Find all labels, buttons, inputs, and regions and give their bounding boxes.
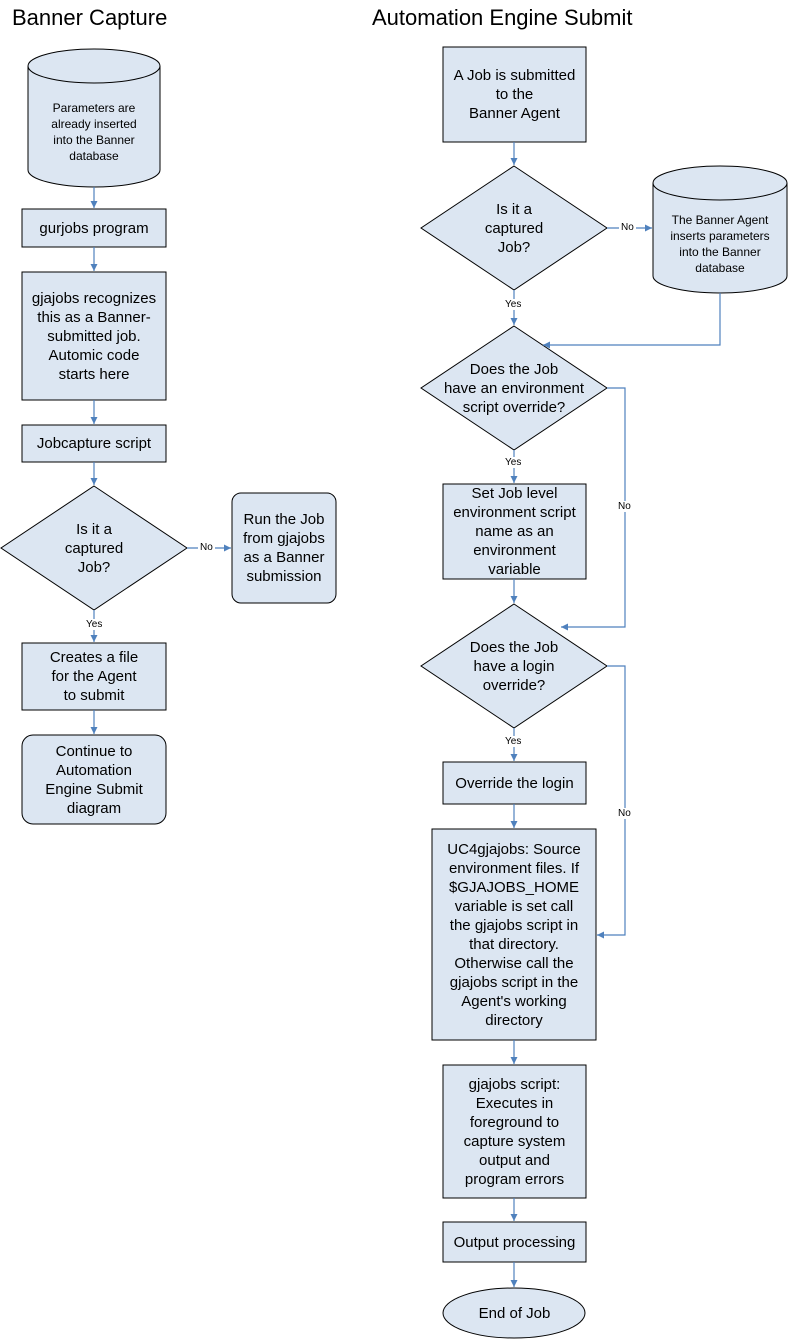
right-override-login-text: Override the login (455, 774, 574, 792)
right-uc4-box (431, 828, 597, 1041)
right-login-override-text: Does the Job have a login override? (469, 638, 559, 694)
left-no-label: No (198, 542, 215, 553)
right-override-login-box (442, 761, 587, 805)
left-run-job-text: Run the Job from gjajobs as a Banner sub… (243, 511, 325, 585)
left-gurjobs-text: gurjobs program (39, 219, 149, 237)
left-gurjobs-box (21, 208, 167, 248)
left-diagram-title: Banner Capture (12, 5, 168, 30)
right-captured-yes-label: Yes (503, 299, 524, 310)
left-gjajobs-recognizes-text: gjajobs recognizes this as a Banner- sub… (31, 289, 157, 383)
right-arrow-login-no-bypass (597, 665, 626, 939)
left-jobcapture-box (21, 424, 167, 463)
left-run-job-box (231, 492, 337, 604)
right-env-no-label: No (616, 501, 633, 512)
right-output-box (442, 1221, 587, 1263)
left-continue-box (21, 734, 167, 825)
left-yes-label: Yes (84, 619, 105, 630)
right-output-text: Output processing (453, 1233, 576, 1251)
right-login-no-label: No (616, 808, 633, 819)
right-uc4-text: UC4gjajobs: Source environment files. If… (447, 840, 581, 1029)
right-gjajobs-script-box (442, 1064, 587, 1199)
right-db-agent-cylinder (652, 165, 788, 294)
right-env-yes-label: Yes (503, 457, 524, 468)
left-gjajobs-recognizes-box (21, 271, 167, 401)
right-login-yes-label: Yes (503, 736, 524, 747)
right-end-ellipse (442, 1287, 586, 1339)
right-env-override-text: Does the Job have an environment script … (443, 360, 585, 416)
right-set-env-text: Set Job level environment script name as… (453, 485, 576, 578)
right-arrow-db-to-env-merge (543, 293, 721, 349)
right-job-submitted-text: A Job is submitted to the Banner Agent (453, 67, 576, 122)
left-creates-file-box (21, 642, 167, 711)
left-creates-file-text: Creates a file for the Agent to submit (49, 649, 139, 704)
right-captured-no-label: No (619, 222, 636, 233)
right-diagram-title: Automation Engine Submit (372, 5, 633, 30)
left-captured-decision-text: Is it a captured Job? (64, 520, 124, 576)
right-db-agent-text: The Banner Agent inserts parameters into… (670, 213, 770, 275)
right-gjajobs-script-text: gjajobs script: Executes in foreground t… (463, 1075, 566, 1188)
left-db-params-text: Parameters are already inserted into the… (51, 101, 137, 163)
right-job-submitted-box (442, 46, 587, 143)
left-jobcapture-text: Jobcapture script (36, 435, 152, 452)
right-end-text: End of Job (478, 1304, 551, 1322)
right-set-env-box (442, 483, 587, 580)
right-captured-decision-text: Is it a captured Job? (484, 200, 544, 256)
left-db-params-cylinder (27, 48, 161, 188)
left-continue-text: Continue to Automation Engine Submit dia… (45, 742, 143, 817)
